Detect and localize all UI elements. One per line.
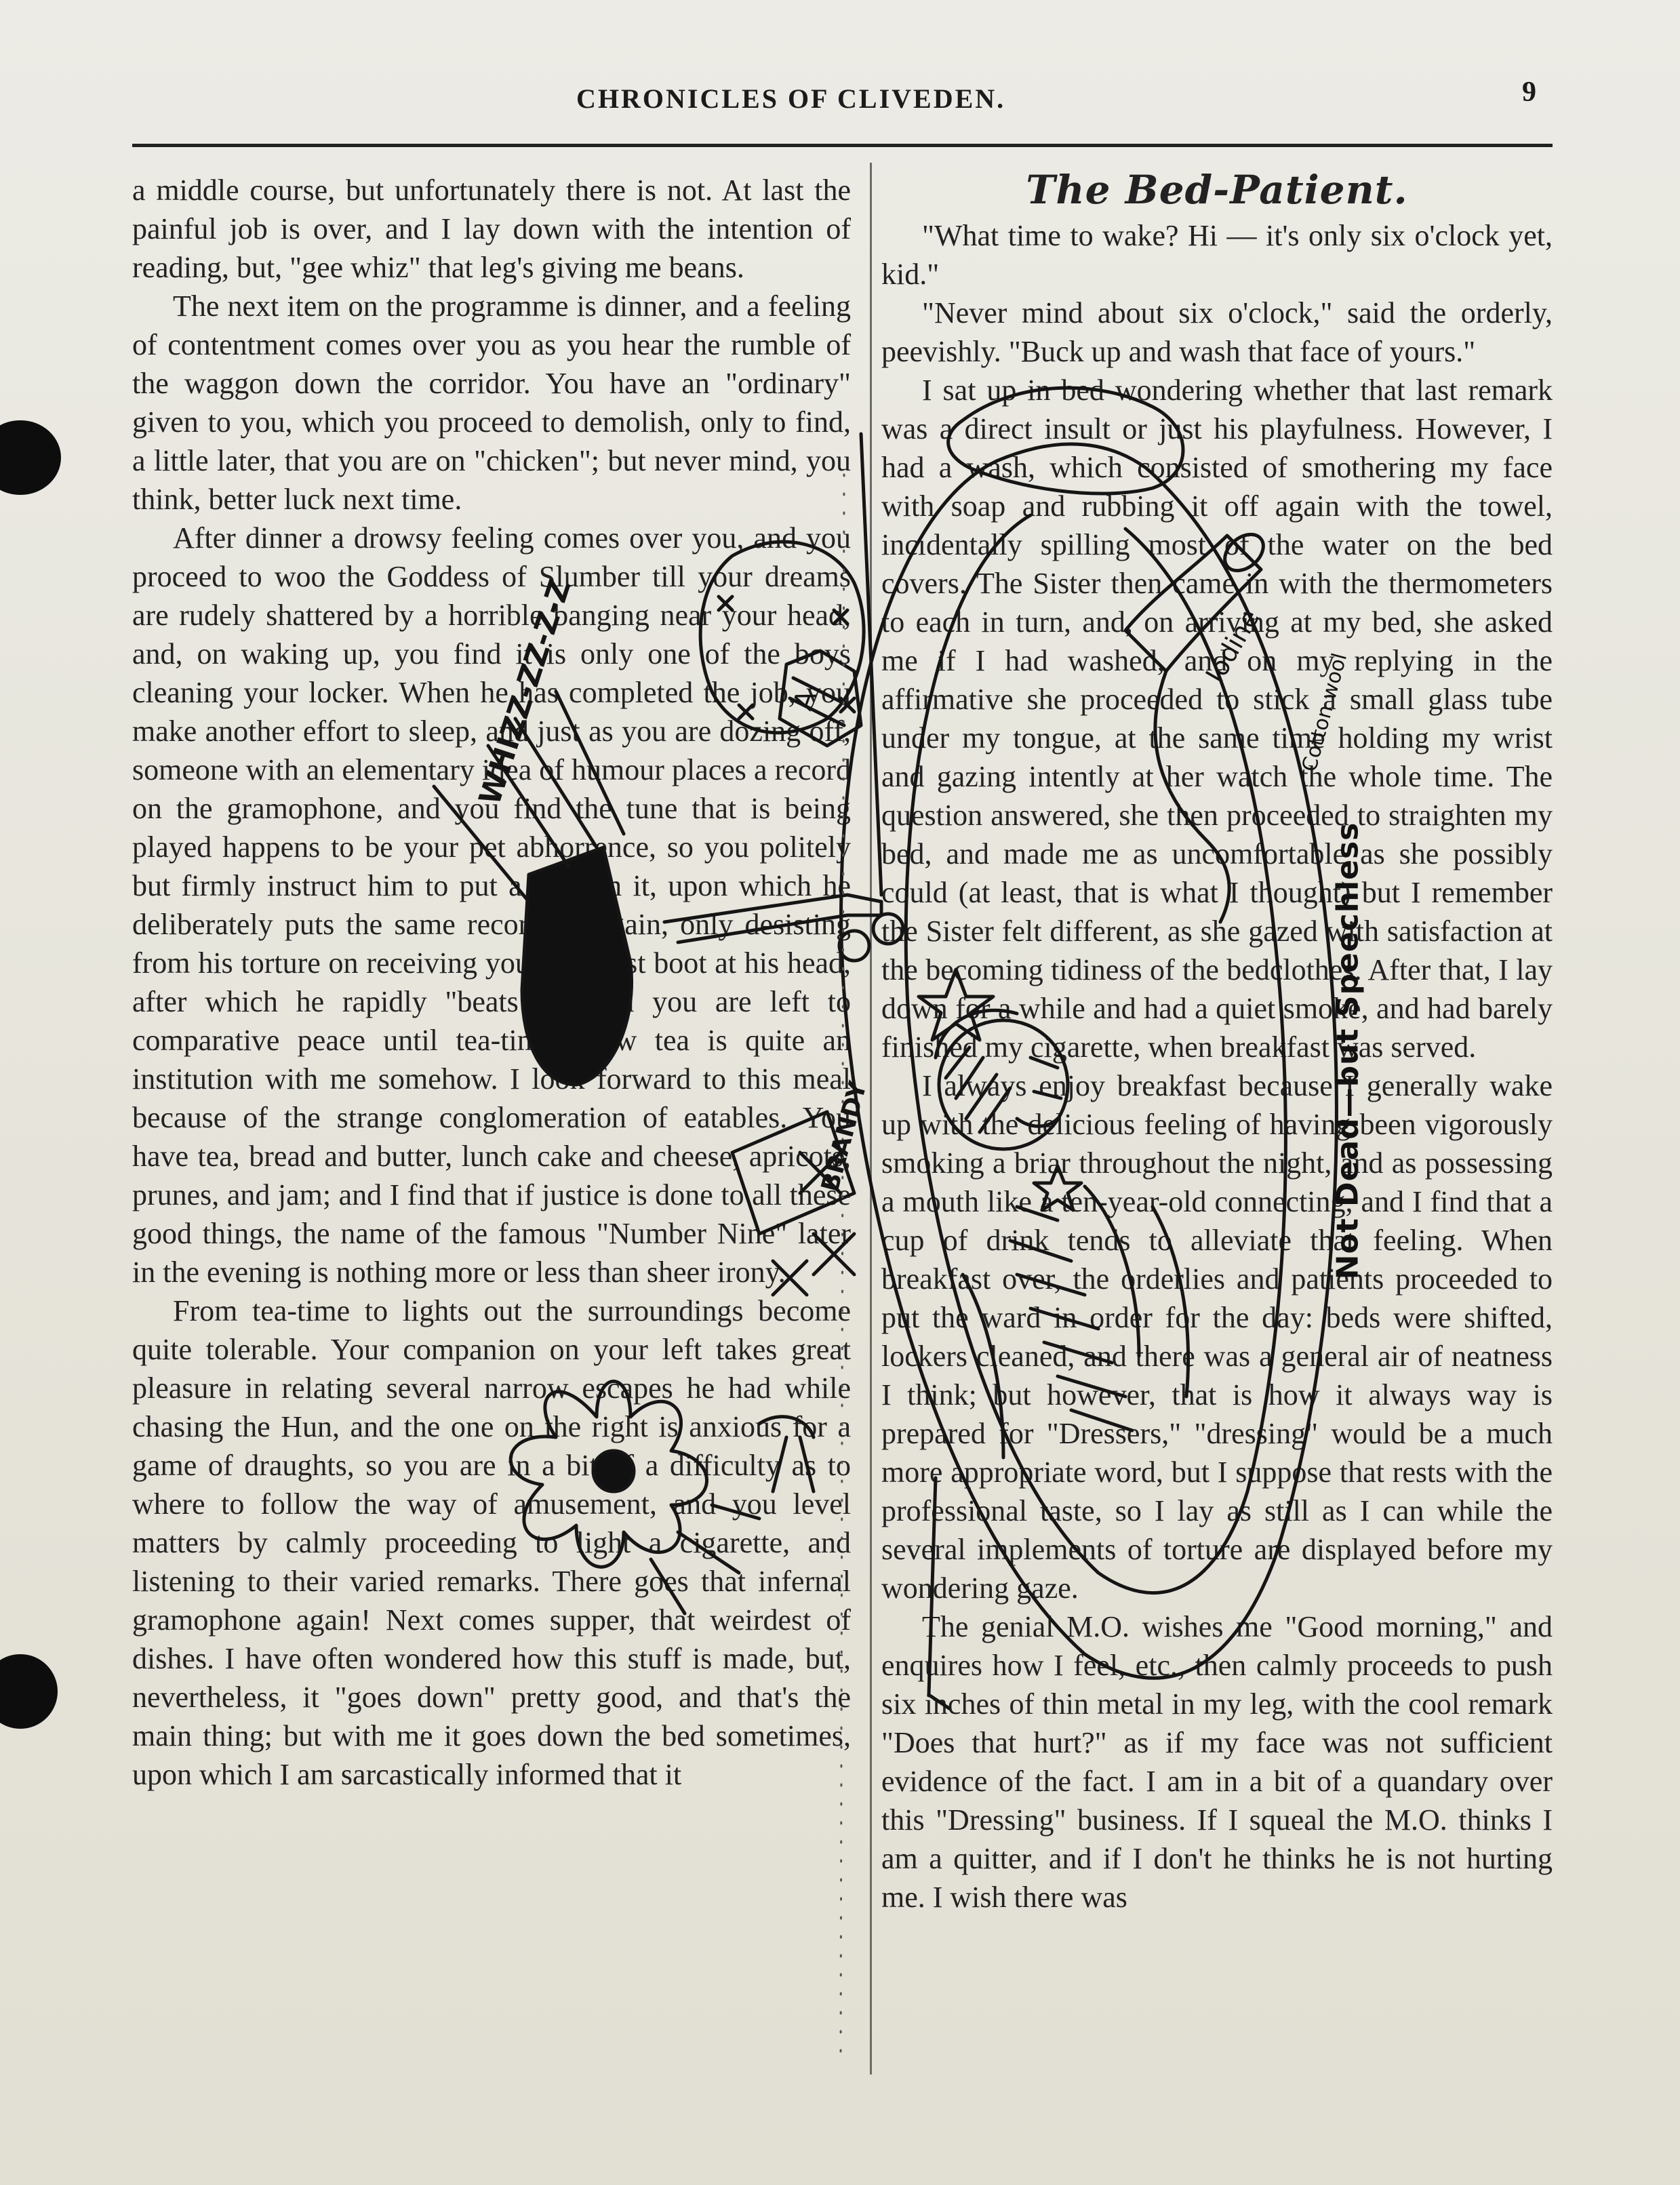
right-paragraph: I sat up in bed wondering whether that l…: [881, 374, 1553, 1064]
header-rule: [132, 144, 1553, 147]
right-paragraph: "What time to wake? Hi — it's only six o…: [881, 219, 1553, 291]
right-paragraph: I always enjoy breakfast because I gener…: [881, 1069, 1553, 1605]
right-column: The Bed-Patient. "What time to wake? Hi …: [881, 171, 1553, 2076]
cartoon-caption: Not Dead—but Speechless: [1330, 822, 1365, 1280]
page-header: CHRONICLES OF CLIVEDEN. 9: [132, 75, 1556, 149]
left-column: a middle course, but unfortunately there…: [132, 171, 851, 2076]
right-paragraph: The genial M.O. wishes me "Good morning,…: [881, 1610, 1553, 1914]
left-paragraph: From tea-time to lights out the surround…: [132, 1294, 851, 1791]
punch-hole: [0, 1654, 58, 1729]
right-paragraph: "Never mind about six o'clock," said the…: [881, 296, 1553, 368]
page-number: 9: [1522, 77, 1536, 108]
column-divider: [870, 163, 872, 2074]
left-paragraph: a middle course, but unfortunately there…: [132, 174, 851, 284]
running-title: CHRONICLES OF CLIVEDEN.: [576, 83, 1006, 114]
article-title: The Bed-Patient.: [1026, 171, 1408, 213]
left-paragraph: After dinner a drowsy feeling comes over…: [132, 521, 851, 1289]
punch-hole: [0, 420, 61, 495]
left-paragraph: The next item on the programme is dinner…: [132, 289, 851, 516]
